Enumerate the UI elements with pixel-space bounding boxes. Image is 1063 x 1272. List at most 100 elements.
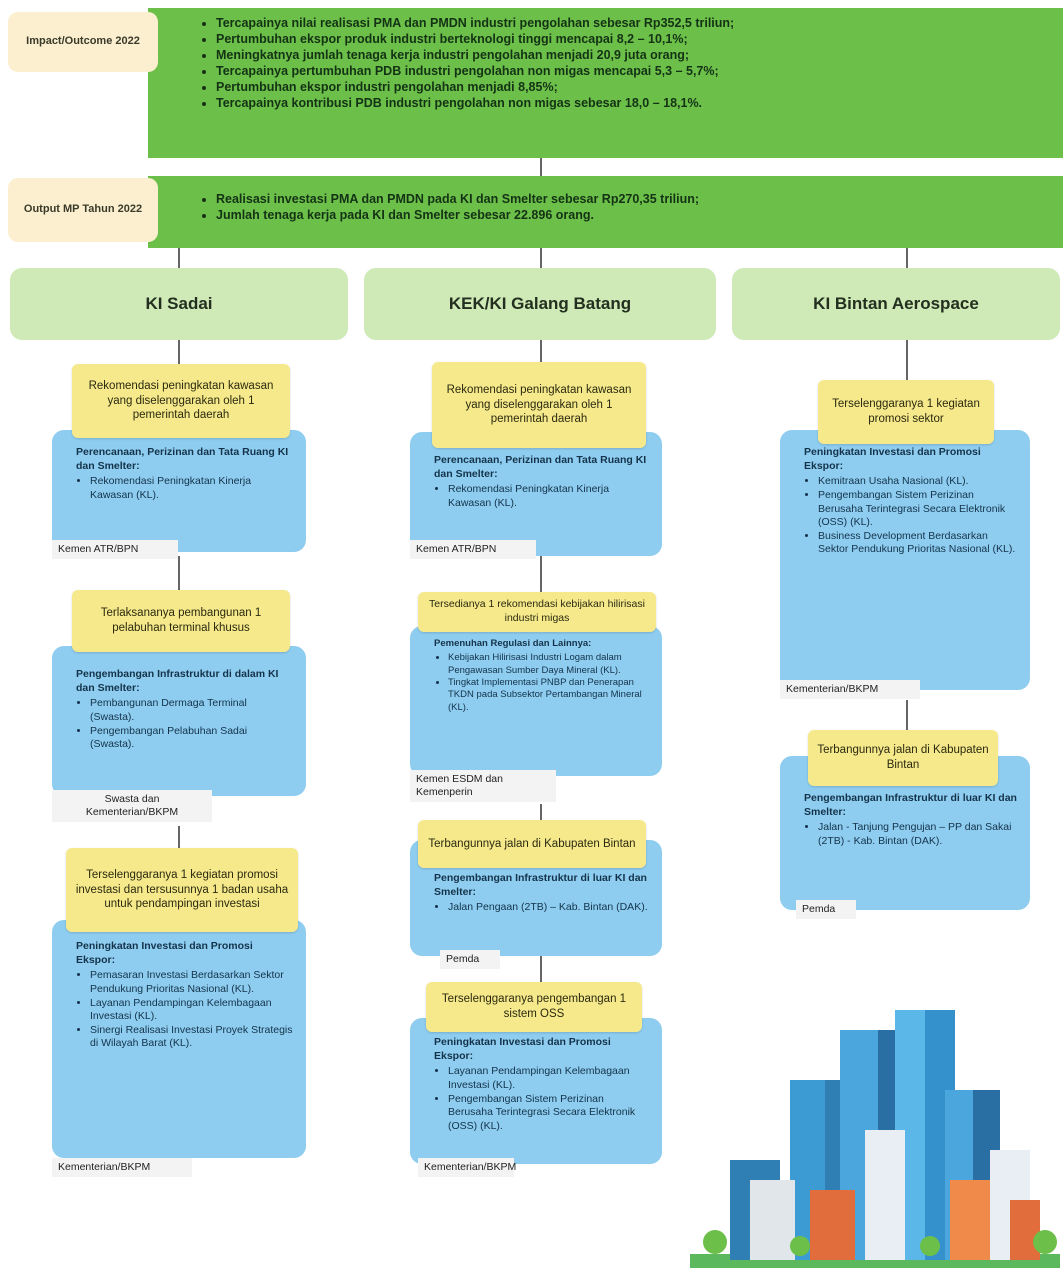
agency-text: Swasta dan Kementerian/BKPM bbox=[85, 793, 179, 819]
activity-box: Pengembangan Infrastruktur di dalam KI d… bbox=[52, 646, 306, 796]
activity-list: Kemitraan Usaha Nasional (KL). Pengemban… bbox=[804, 475, 1018, 557]
agency-label: Kementerian/BKPM bbox=[418, 1158, 517, 1178]
skyscraper-icon bbox=[730, 1010, 1040, 1260]
target-box: Terlaksananya pembangunan 1 pelabuhan te… bbox=[72, 590, 290, 652]
target-text: Tersedianya 1 rekomendasi kebijakan hili… bbox=[429, 598, 645, 624]
impact-item: Meningkatnya jumlah tenaga kerja industr… bbox=[216, 48, 1047, 62]
activity-title: Peningkatan Investasi dan Promosi Ekspor… bbox=[76, 940, 253, 966]
agency-label: Kemen ESDM dan Kemenperin bbox=[410, 770, 556, 803]
target-box: Rekomendasi peningkatan kawasan yang dis… bbox=[72, 364, 290, 438]
region-galang-batang: KEK/KI Galang Batang bbox=[364, 268, 716, 340]
impact-item: Tercapainya nilai realisasi PMA dan PMDN… bbox=[216, 16, 1047, 30]
activity-list: Pembangunan Dermaga Terminal (Swasta). P… bbox=[76, 697, 294, 752]
activity-title: Peningkatan Investasi dan Promosi Ekspor… bbox=[804, 446, 981, 472]
output-list: Realisasi investasi PMA dan PMDN pada KI… bbox=[202, 192, 1047, 222]
activity-list: Jalan Pengaan (2TB) – Kab. Bintan (DAK). bbox=[434, 901, 650, 915]
activity-item: Pengembangan Sistem Perizinan Berusaha T… bbox=[448, 1093, 650, 1134]
activity-item: Layanan Pendampingan Kelembagaan Investa… bbox=[90, 997, 294, 1024]
connector bbox=[540, 248, 542, 268]
target-box: Terselenggaranya 1 kegiatan promosi inve… bbox=[66, 848, 298, 932]
connector bbox=[178, 556, 180, 592]
agency-label: Swasta dan Kementerian/BKPM bbox=[52, 790, 212, 823]
activity-item: Rekomendasi Peningkatan Kinerja Kawasan … bbox=[90, 475, 294, 502]
activity-title: Pemenuhan Regulasi dan Lainnya: bbox=[434, 638, 592, 649]
activity-box: Peningkatan Investasi dan Promosi Ekspor… bbox=[52, 920, 306, 1158]
target-box: Terselenggaranya 1 kegiatan promosi sekt… bbox=[818, 380, 994, 444]
agency-label: Kemen ATR/BPN bbox=[410, 540, 536, 560]
agency-label: Kemen ATR/BPN bbox=[52, 540, 178, 560]
activity-item: Pengembangan Sistem Perizinan Berusaha T… bbox=[818, 489, 1018, 530]
impact-item: Tercapainya kontribusi PDB industri peng… bbox=[216, 96, 1047, 110]
city-illustration bbox=[690, 1010, 1060, 1268]
output-item: Jumlah tenaga kerja pada KI dan Smelter … bbox=[216, 208, 1047, 222]
impact-tag: Impact/Outcome 2022 bbox=[8, 12, 158, 72]
output-tag: Output MP Tahun 2022 bbox=[8, 178, 158, 242]
target-text: Rekomendasi peningkatan kawasan yang dis… bbox=[88, 379, 274, 422]
agency-text: Kementerian/BKPM bbox=[58, 1161, 151, 1173]
activity-list: Rekomendasi Peningkatan Kinerja Kawasan … bbox=[76, 475, 294, 502]
activity-box: Perencanaan, Perizinan dan Tata Ruang KI… bbox=[410, 432, 662, 556]
activity-title: Pengembangan Infrastruktur di luar KI da… bbox=[434, 872, 647, 898]
activity-item: Jalan Pengaan (2TB) – Kab. Bintan (DAK). bbox=[448, 901, 650, 915]
target-box: Terbangunnya jalan di Kabupaten Bintan bbox=[808, 730, 998, 786]
activity-box: Perencanaan, Perizinan dan Tata Ruang KI… bbox=[52, 430, 306, 552]
region-bintan-aerospace: KI Bintan Aerospace bbox=[732, 268, 1060, 340]
target-text: Terselenggaranya 1 kegiatan promosi inve… bbox=[75, 868, 289, 911]
activity-box: Peningkatan Investasi dan Promosi Ekspor… bbox=[780, 430, 1030, 690]
agency-text: Kemen ESDM dan Kemenperin bbox=[416, 773, 503, 799]
region-title: KEK/KI Galang Batang bbox=[448, 294, 632, 313]
activity-box: Peningkatan Investasi dan Promosi Ekspor… bbox=[410, 1018, 662, 1164]
output-item: Realisasi investasi PMA dan PMDN pada KI… bbox=[216, 192, 1047, 206]
activity-list: Kebijakan Hilirisasi Industri Logam dala… bbox=[434, 652, 650, 714]
activity-item: Kebijakan Hilirisasi Industri Logam dala… bbox=[448, 652, 650, 677]
activity-list: Layanan Pendampingan Kelembagaan Investa… bbox=[434, 1065, 650, 1133]
connector bbox=[906, 248, 908, 268]
agency-label: Kementerian/BKPM bbox=[52, 1158, 192, 1178]
activity-item: Layanan Pendampingan Kelembagaan Investa… bbox=[448, 1065, 650, 1092]
activity-item: Rekomendasi Peningkatan Kinerja Kawasan … bbox=[448, 483, 650, 510]
agency-label: Pemda bbox=[796, 900, 856, 920]
target-box: Tersedianya 1 rekomendasi kebijakan hili… bbox=[418, 592, 656, 632]
activity-item: Tingkat Implementasi PNBP dan Penerapan … bbox=[448, 677, 650, 714]
activity-list: Jalan - Tanjung Pengujan – PP dan Sakai … bbox=[804, 821, 1018, 848]
output-bar: Realisasi investasi PMA dan PMDN pada KI… bbox=[148, 176, 1063, 248]
activity-title: Pengembangan Infrastruktur di dalam KI d… bbox=[76, 668, 279, 694]
agency-label: Kementerian/BKPM bbox=[780, 680, 920, 700]
agency-text: Pemda bbox=[802, 903, 836, 915]
agency-text: Kementerian/BKPM bbox=[424, 1161, 517, 1173]
agency-text: Pemda bbox=[446, 953, 480, 965]
target-box: Rekomendasi peningkatan kawasan yang dis… bbox=[432, 362, 646, 448]
connector bbox=[178, 340, 180, 366]
activity-title: Peningkatan Investasi dan Promosi Ekspor… bbox=[434, 1036, 611, 1062]
impact-item: Pertumbuhan ekspor produk industri berte… bbox=[216, 32, 1047, 46]
connector bbox=[540, 340, 542, 364]
impact-list: Tercapainya nilai realisasi PMA dan PMDN… bbox=[202, 16, 1047, 110]
activity-item: Pemasaran Investasi Berdasarkan Sektor P… bbox=[90, 969, 294, 996]
connector bbox=[906, 700, 908, 732]
agency-text: Kemen ATR/BPN bbox=[58, 543, 139, 555]
connector bbox=[540, 956, 542, 984]
region-ki-sadai: KI Sadai bbox=[10, 268, 348, 340]
impact-item: Tercapainya pertumbuhan PDB industri pen… bbox=[216, 64, 1047, 78]
impact-item: Pertumbuhan ekspor industri pengolahan m… bbox=[216, 80, 1047, 94]
activity-list: Pemasaran Investasi Berdasarkan Sektor P… bbox=[76, 969, 294, 1051]
region-title: KI Bintan Aerospace bbox=[813, 294, 979, 313]
activity-item: Kemitraan Usaha Nasional (KL). bbox=[818, 475, 1018, 489]
agency-label: Pemda bbox=[440, 950, 500, 970]
impact-bar: Tercapainya nilai realisasi PMA dan PMDN… bbox=[148, 8, 1063, 158]
activity-title: Perencanaan, Perizinan dan Tata Ruang KI… bbox=[76, 446, 289, 472]
activity-item: Sinergi Realisasi Investasi Proyek Strat… bbox=[90, 1024, 294, 1051]
connector bbox=[540, 804, 542, 822]
activity-title: Pengembangan Infrastruktur di luar KI da… bbox=[804, 792, 1017, 818]
connector bbox=[906, 340, 908, 382]
target-text: Terselenggaranya pengembangan 1 sistem O… bbox=[441, 993, 627, 1020]
activity-item: Pengembangan Pelabuhan Sadai (Swasta). bbox=[90, 725, 294, 752]
connector bbox=[178, 248, 180, 268]
target-text: Terbangunnya jalan di Kabupaten Bintan bbox=[817, 744, 989, 771]
agency-text: Kemen ATR/BPN bbox=[416, 543, 497, 555]
activity-box: Pemenuhan Regulasi dan Lainnya: Kebijaka… bbox=[410, 626, 662, 776]
target-text: Rekomendasi peningkatan kawasan yang dis… bbox=[446, 383, 632, 426]
target-text: Terlaksananya pembangunan 1 pelabuhan te… bbox=[100, 607, 262, 634]
activity-item: Business Development Berdasarkan Sektor … bbox=[818, 530, 1018, 557]
region-title: KI Sadai bbox=[145, 294, 213, 313]
